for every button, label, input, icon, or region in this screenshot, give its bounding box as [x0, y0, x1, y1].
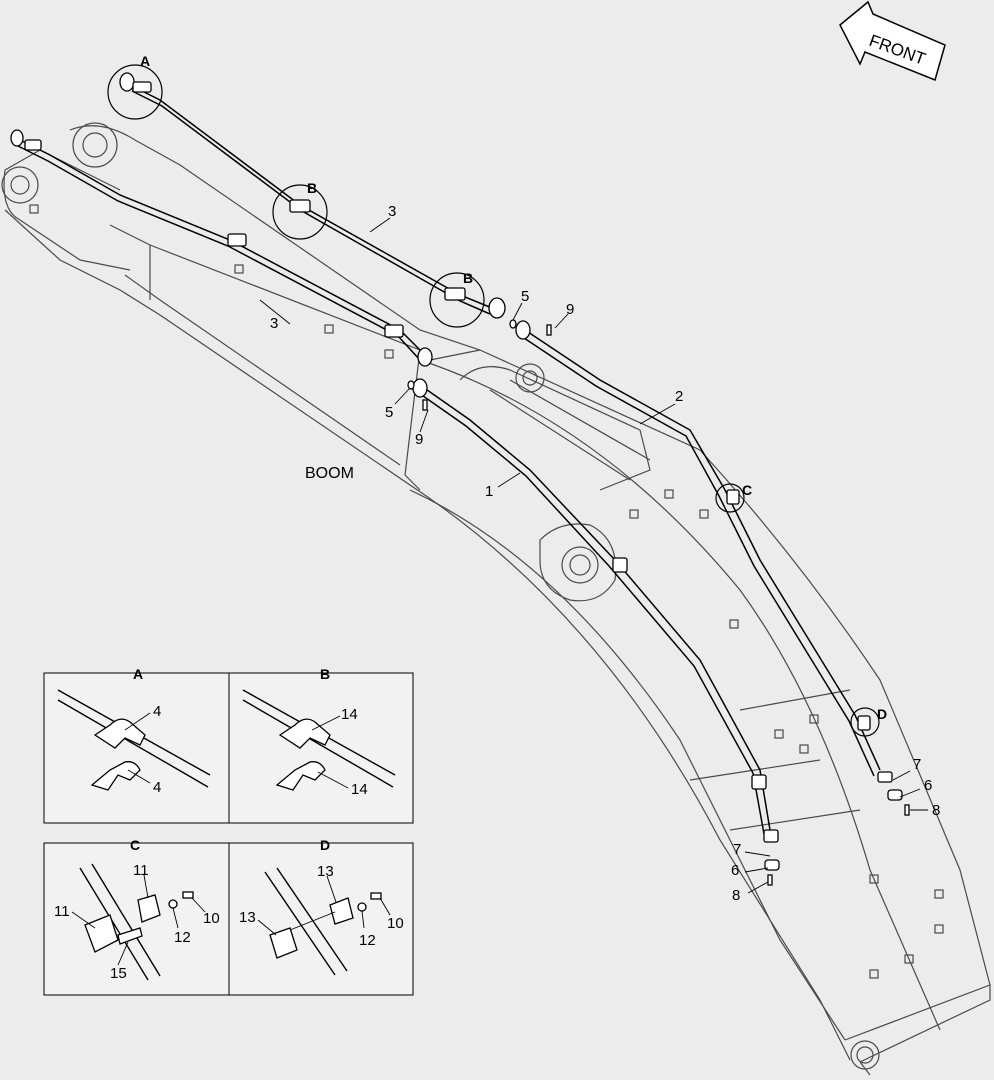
panel-c-label-11-left: 11: [54, 903, 70, 920]
callout-circle-c: [715, 483, 745, 513]
panel-d-label-13-top: 13: [317, 863, 334, 880]
front-arrow: FRONT: [839, 0, 946, 82]
part-label-8-left: 8: [732, 887, 740, 904]
part-label-5-lower: 5: [385, 404, 393, 421]
part-label-1: 1: [485, 483, 493, 500]
part-label-2: 2: [675, 388, 683, 405]
panel-d-label-12: 12: [359, 932, 376, 949]
callout-c: C: [742, 482, 752, 498]
callout-a: A: [140, 53, 150, 69]
part-label-5-upper: 5: [521, 288, 529, 305]
panel-c-label-12: 12: [174, 929, 191, 946]
boom-structure: [1, 122, 991, 1076]
panel-c: C 11 11 10 12 15: [54, 837, 220, 982]
leader-lines: [259, 217, 928, 894]
fittings: [10, 72, 910, 886]
panel-b-label-14-bottom: 14: [351, 781, 368, 798]
panel-a-label-4-bottom: 4: [153, 779, 161, 796]
callout-b2: B: [463, 270, 473, 286]
panel-d-title: D: [320, 837, 330, 853]
callout-circle-b2: [429, 272, 485, 328]
part-label-6-left: 6: [731, 862, 739, 879]
panel-c-label-10: 10: [203, 910, 220, 927]
callout-circle-b1: [272, 184, 328, 240]
pipe-3-upper: [129, 84, 493, 309]
panel-a: A 4 4: [57, 666, 211, 796]
callout-d: D: [877, 706, 887, 722]
callout-circles: [107, 64, 880, 737]
part-label-7-left: 7: [733, 841, 741, 858]
part-label-7-right: 7: [913, 756, 921, 773]
part-label-9-lower: 9: [415, 431, 423, 448]
part-label-6-right: 6: [924, 777, 932, 794]
panel-d: D 13 13 10 12: [239, 837, 404, 976]
part-label-3-upper: 3: [388, 203, 396, 220]
part-label-3-lower: 3: [270, 315, 278, 332]
panel-d-label-13-left: 13: [239, 909, 256, 926]
callout-b1: B: [307, 180, 317, 196]
detail-panels: A 4 4 B: [43, 666, 414, 996]
callout-circle-a: [107, 64, 163, 120]
panel-c-title: C: [130, 837, 140, 853]
panel-a-title: A: [133, 666, 143, 682]
pipe-3-lower: [19, 139, 426, 356]
part-label-9-upper: 9: [566, 301, 574, 318]
callout-circle-d: [850, 707, 880, 737]
pipe-2: [524, 329, 881, 771]
panel-b-title: B: [320, 666, 330, 682]
panel-c-label-11-top: 11: [133, 862, 149, 879]
panel-a-label-4-top: 4: [153, 703, 161, 720]
boom-label: BOOM: [305, 465, 354, 482]
part-label-8-right: 8: [932, 802, 940, 819]
panel-c-label-15: 15: [110, 965, 127, 982]
panel-b: B 14 14: [242, 666, 396, 798]
panel-d-label-10: 10: [387, 915, 404, 932]
panel-b-label-14-top: 14: [341, 706, 358, 723]
